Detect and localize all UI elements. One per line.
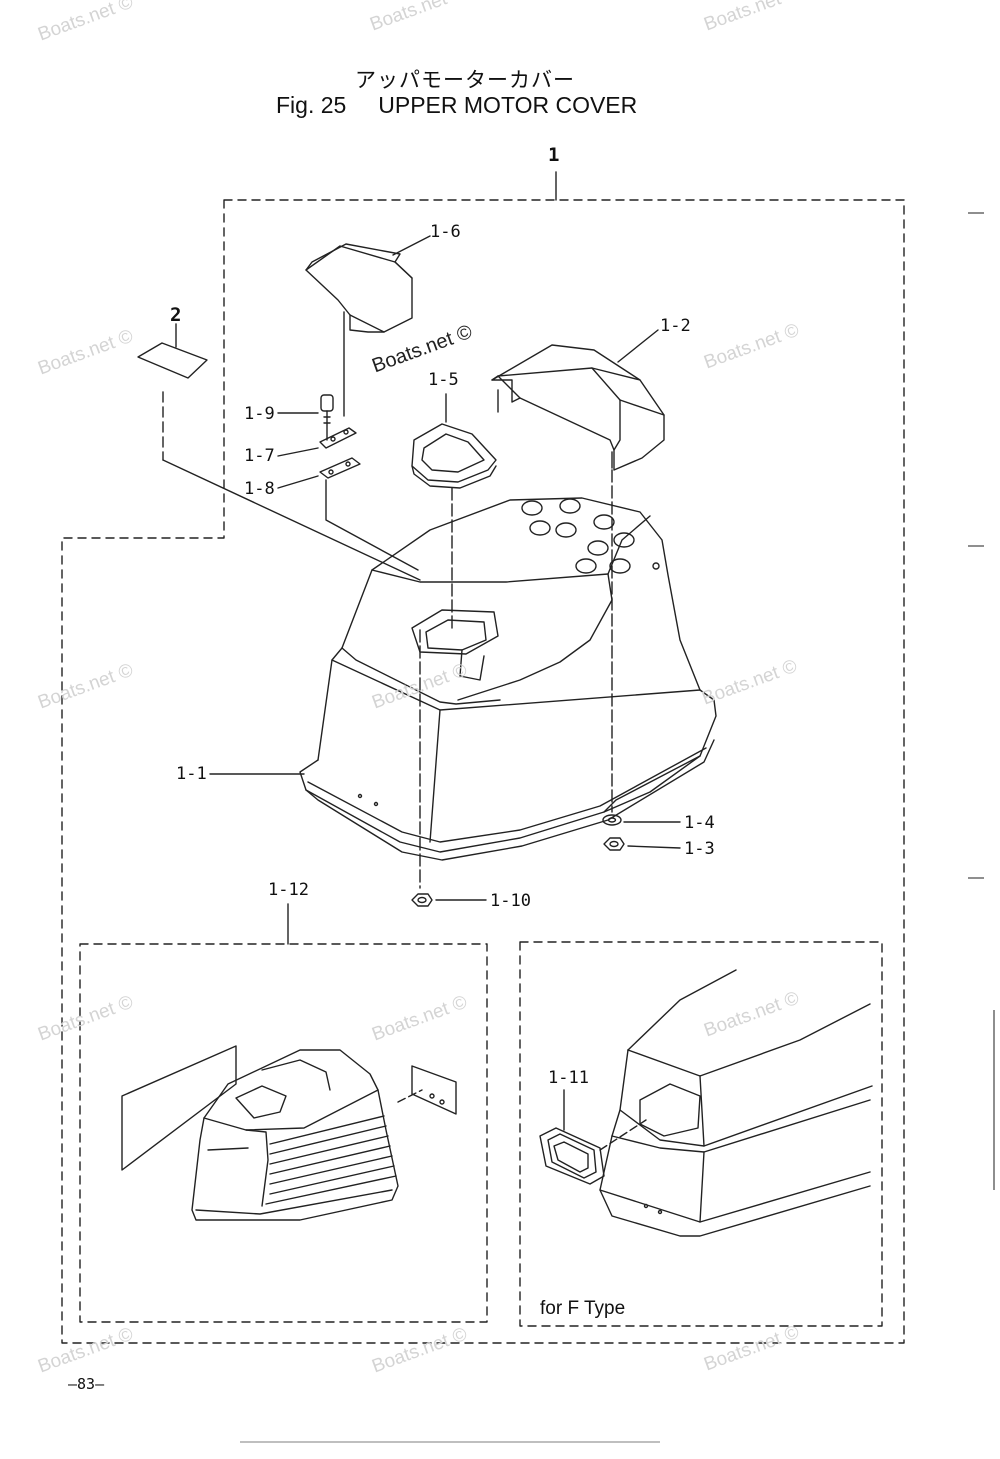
part-1-4-washer: [602, 814, 622, 826]
callout-2: 2: [170, 304, 182, 326]
callout-1: 1: [548, 144, 560, 166]
part-1-11-grommet: [539, 1127, 605, 1185]
callout-1-4: 1-4: [684, 813, 715, 833]
part-1-12-decal-set: [121, 1045, 457, 1221]
part-1-1-motor-cover: [299, 497, 717, 861]
part-2-decal: [137, 342, 208, 379]
part-1-6-plate: [305, 243, 413, 333]
part-1-9-bolt: [320, 394, 334, 441]
leader-1-8: [277, 475, 319, 489]
figure-title: Fig. 25 UPPER MOTOR COVER: [276, 92, 638, 118]
part-1-2-cover: [491, 344, 665, 471]
callout-1-6: 1-6: [430, 222, 461, 242]
part-1-3-nut: [603, 837, 625, 851]
variant-label: for F Type: [540, 1298, 626, 1319]
leader-1-2: [617, 329, 659, 363]
callout-1-12: 1-12: [268, 880, 309, 900]
callout-1-11: 1-11: [548, 1068, 589, 1088]
callout-1-7: 1-7: [244, 446, 275, 466]
part-1-10-nut: [411, 893, 433, 907]
figure-title-japanese: アッパモーターカバー: [355, 68, 575, 92]
part-1-5-grommet: [411, 423, 497, 489]
callout-1-3: 1-3: [684, 839, 715, 859]
f-type-inset-box: [519, 941, 883, 1327]
part-1-8-plate: [319, 457, 361, 479]
callout-1-8: 1-8: [244, 479, 275, 499]
leader-1-3: [627, 845, 681, 849]
f-type-cover: [599, 969, 873, 1237]
callout-1-2: 1-2: [660, 316, 691, 336]
callout-1-5: 1-5: [428, 370, 459, 390]
page-number: —83—: [68, 1375, 105, 1393]
leader-1-6: [392, 235, 431, 256]
callout-1-1: 1-1: [176, 764, 207, 784]
leader-1-7: [277, 447, 319, 457]
decal-inset-box: [79, 943, 488, 1323]
callout-1-9: 1-9: [244, 404, 275, 424]
part-1-7-bracket: [319, 427, 357, 449]
callout-1-10: 1-10: [490, 891, 531, 911]
assembly-boundary: [61, 199, 905, 1344]
